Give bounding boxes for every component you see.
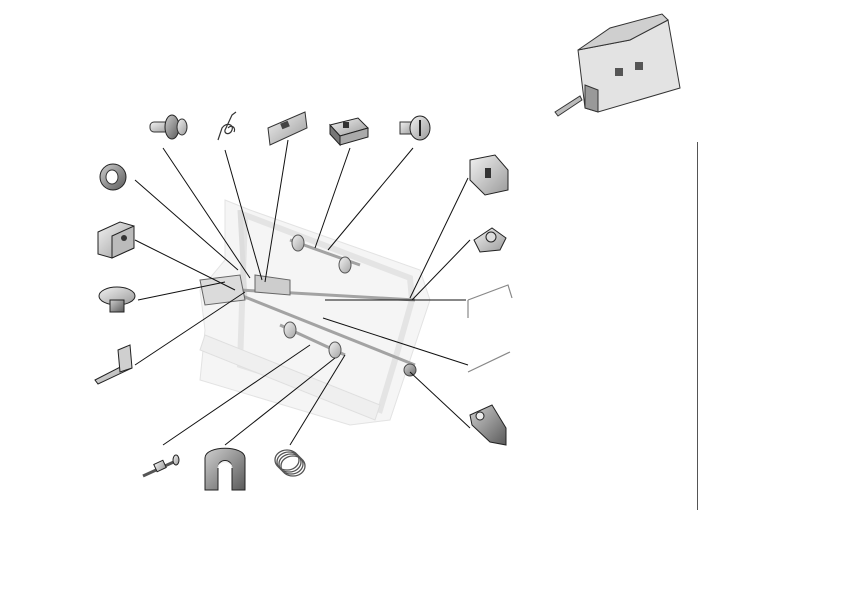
vertical-divider [697,142,698,510]
clip-icon [473,227,507,253]
torsion-spring-icon [217,111,237,141]
sensor-switch-icon [329,117,369,147]
mounting-plate-icon [267,111,308,146]
slotted-screw-icon [399,115,431,141]
top-right-bracket-icon [469,154,509,196]
shaft-connector-icon [142,454,180,478]
u-clamp-icon [204,447,246,491]
flanged-shaft-pin-icon [149,114,188,140]
knob-cap-icon [98,286,136,313]
assembled-cover-icon [554,13,681,117]
rod-icon [467,284,513,373]
square-bushing-block-icon [97,221,135,259]
hinge-bracket-icon [94,344,133,385]
arm-lever-icon [469,404,507,446]
compression-spring-icon [274,449,306,477]
main-frame-assembly [199,199,431,426]
bushing-ring-icon [99,163,127,191]
leader-lines [134,139,471,446]
